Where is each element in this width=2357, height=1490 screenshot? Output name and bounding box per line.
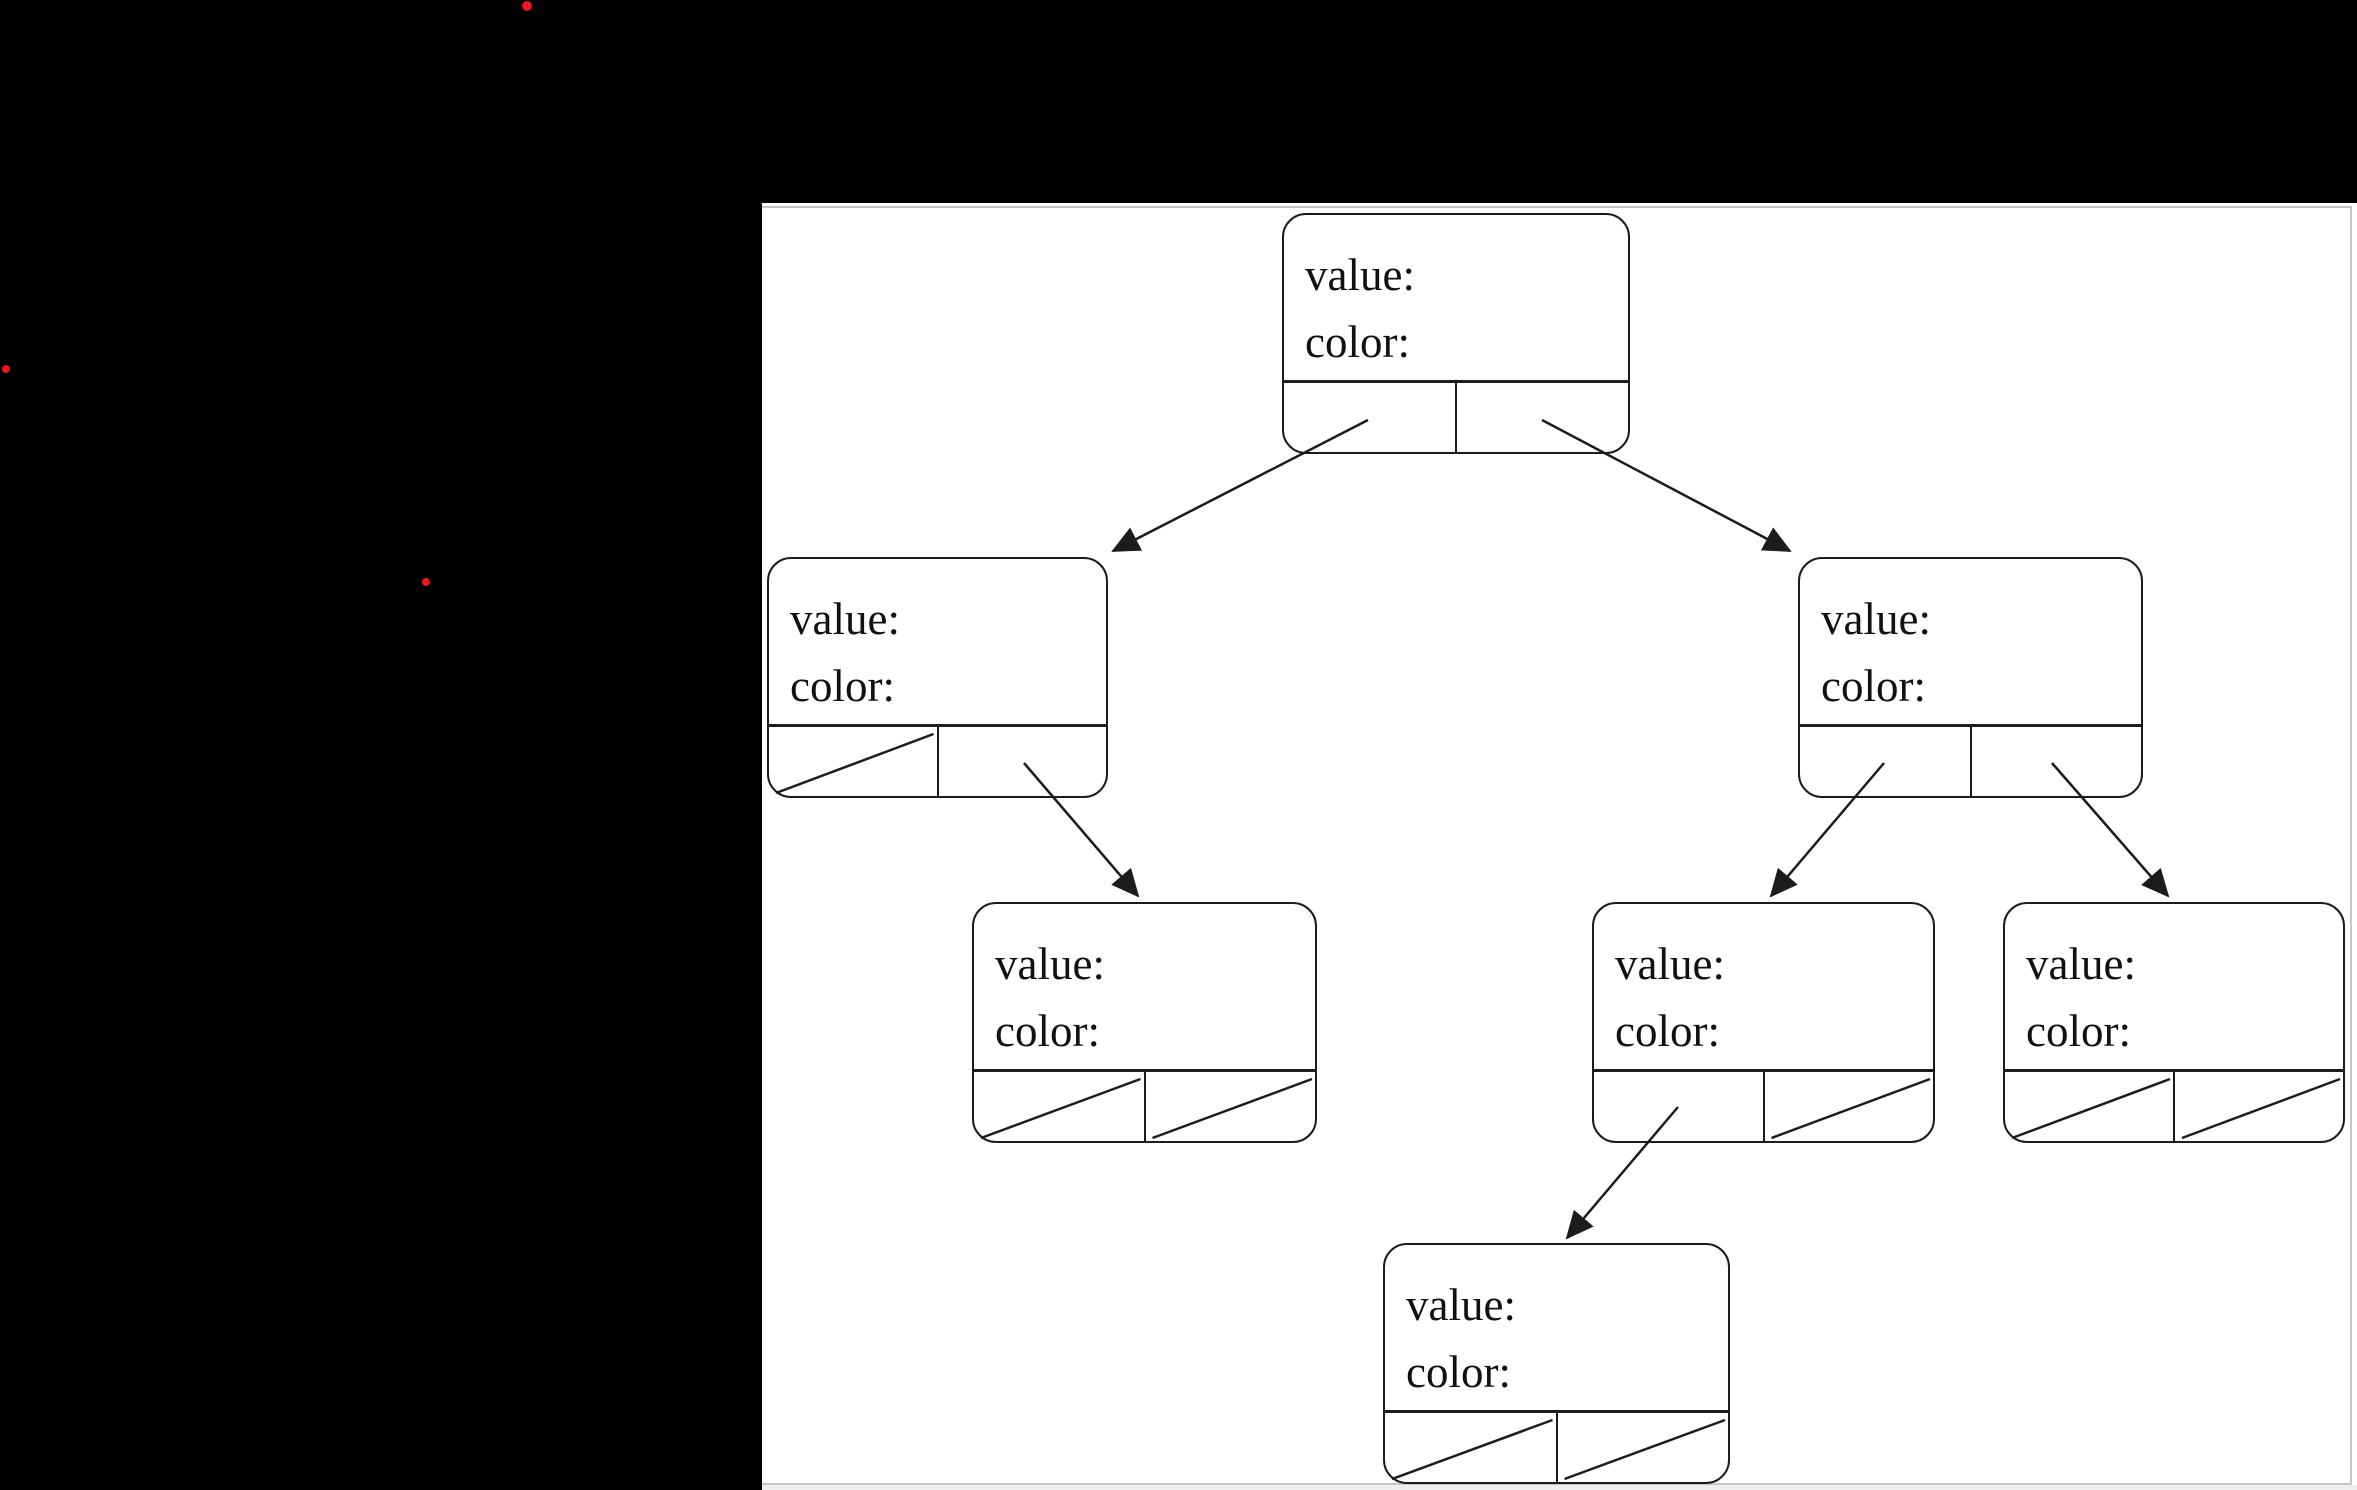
node-labels: value: color: [2005,904,2343,1065]
tree-node-right-right-grandchild: value: color: [2003,902,2345,1143]
red-dot-3 [422,578,430,586]
color-label: color: [1821,661,1926,711]
color-label: color: [995,1006,1100,1056]
pointer-row [1800,724,2141,796]
node-labels: value: color: [1800,559,2141,720]
right-pointer-cell [2175,1072,2343,1141]
color-label: color: [2026,1006,2131,1056]
value-label: value: [790,594,900,644]
pointer-row [1385,1410,1728,1482]
left-pointer-cell [1385,1413,1558,1482]
tree-node-root: value: color: [1282,213,1630,454]
page-edge-bottom [762,1483,2352,1485]
tree-node-right-left-grandchild: value: color: [1592,902,1935,1143]
page-edge-right [2350,206,2352,1485]
node-labels: value: color: [974,904,1315,1065]
node-labels: value: color: [769,559,1106,720]
right-pointer-cell [1146,1072,1316,1141]
value-label: value: [1406,1280,1516,1330]
right-pointer-cell [939,727,1107,796]
tree-node-left-right-grandchild: value: color: [972,902,1317,1143]
tree-node-left-child: value: color: [767,557,1108,798]
left-pointer-cell [2005,1072,2175,1141]
color-label: color: [1406,1347,1511,1397]
left-pointer-cell [1800,727,1972,796]
value-label: value: [1305,250,1415,300]
red-dot-1 [522,1,532,11]
pointer-row [1594,1069,1933,1141]
value-label: value: [2026,939,2136,989]
pointer-row [1284,380,1628,452]
red-dot-2 [2,365,10,373]
left-pointer-cell [974,1072,1146,1141]
node-labels: value: color: [1594,904,1933,1065]
color-label: color: [790,661,895,711]
value-label: value: [995,939,1105,989]
color-label: color: [1615,1006,1720,1056]
left-pointer-cell [1284,383,1457,452]
right-pointer-cell [1558,1413,1729,1482]
page-bottom-gutter [762,1485,2357,1490]
left-pointer-cell [769,727,939,796]
node-labels: value: color: [1385,1245,1728,1406]
page-edge-top [762,206,2352,208]
value-label: value: [1615,939,1725,989]
pointer-row [2005,1069,2343,1141]
left-pointer-cell [1594,1072,1765,1141]
tree-node-right-child: value: color: [1798,557,2143,798]
pointer-row [974,1069,1315,1141]
node-labels: value: color: [1284,215,1628,376]
pointer-row [769,724,1106,796]
tree-node-right-left-left-great-grandchild: value: color: [1383,1243,1730,1484]
right-pointer-cell [1765,1072,1934,1141]
color-label: color: [1305,317,1410,367]
value-label: value: [1821,594,1931,644]
right-pointer-cell [1972,727,2142,796]
right-pointer-cell [1457,383,1628,452]
